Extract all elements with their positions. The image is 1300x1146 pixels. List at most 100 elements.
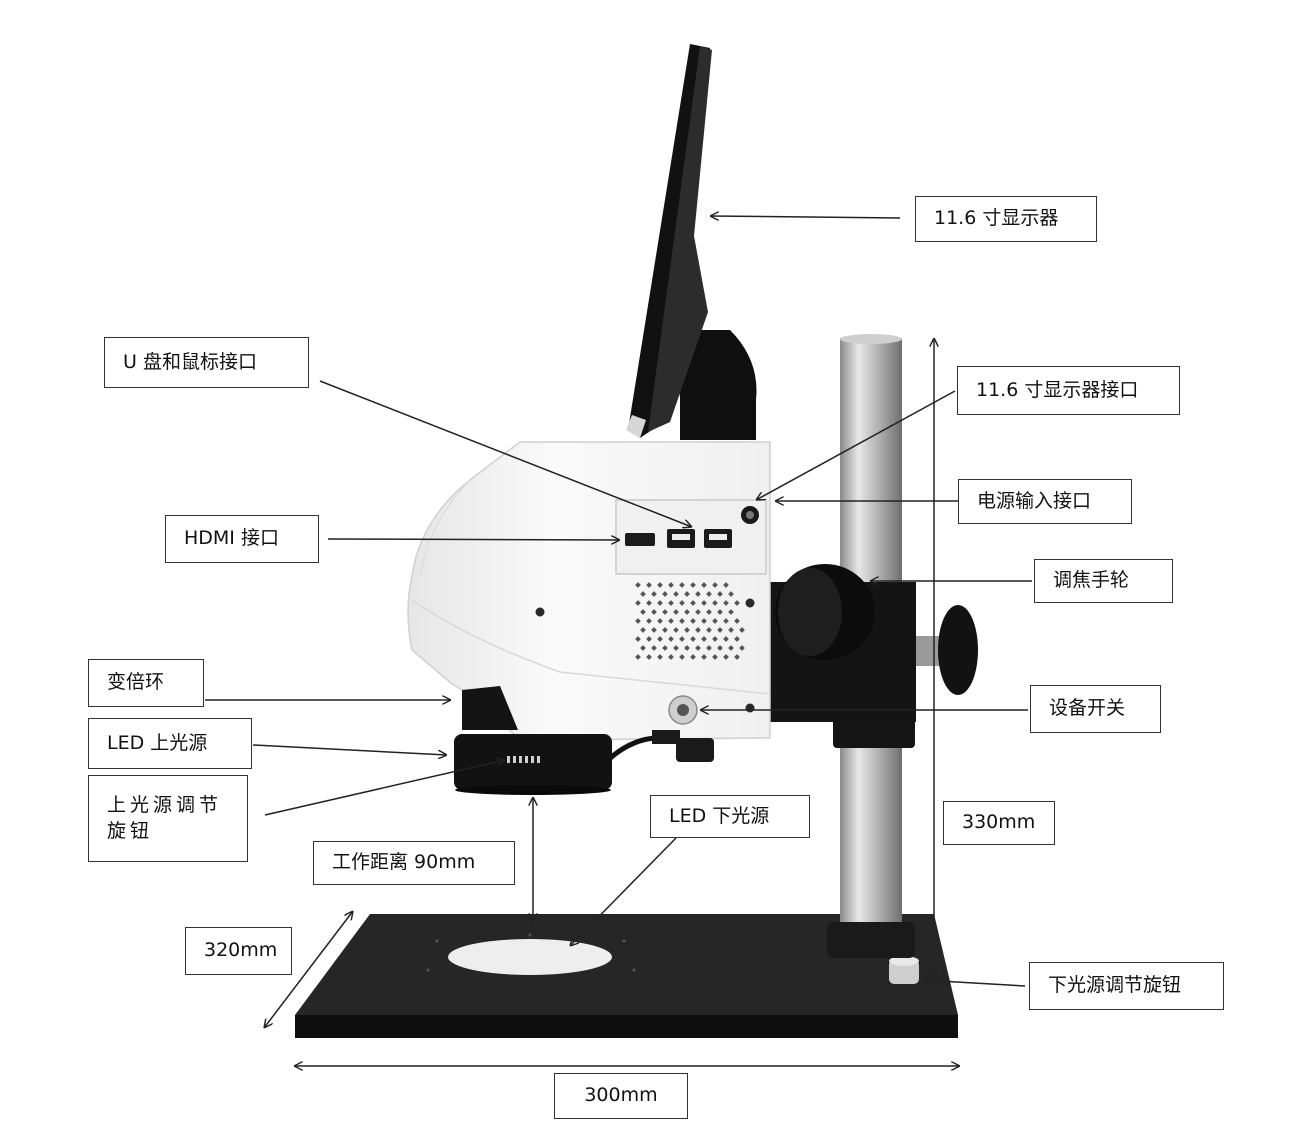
vent-hole — [734, 636, 740, 642]
vent-hole — [734, 654, 740, 660]
vent-grid — [635, 582, 745, 660]
label-display: 11.6 寸显示器 — [915, 196, 1097, 242]
vent-hole — [646, 600, 652, 606]
arrow-bottom-knob — [922, 980, 1026, 987]
label-hdmi: HDMI 接口 — [165, 515, 319, 563]
vent-hole — [695, 591, 701, 597]
vent-hole — [723, 618, 729, 624]
arrow-display — [710, 216, 901, 218]
vent-hole — [635, 618, 641, 624]
label-zoom-ring: 变倍环 — [88, 659, 204, 707]
vent-hole — [640, 591, 646, 597]
vent-hole — [690, 636, 696, 642]
vent-hole — [635, 582, 641, 588]
vent-hole — [646, 654, 652, 660]
arrow-led-bottom — [570, 837, 677, 946]
vent-hole — [651, 609, 657, 615]
arrow-depth — [264, 911, 353, 1028]
label-power-input: 电源输入接口 — [958, 479, 1132, 524]
vent-hole — [728, 627, 734, 633]
vent-hole — [662, 591, 668, 597]
vent-hole — [657, 618, 663, 624]
vent-hole — [728, 609, 734, 615]
vent-hole — [706, 591, 712, 597]
vent-hole — [723, 654, 729, 660]
display-stand — [675, 330, 757, 440]
lock-knob-part — [938, 605, 978, 695]
label-focus-wheel: 调焦手轮 — [1034, 559, 1173, 603]
vent-hole — [657, 582, 663, 588]
vent-hole — [706, 645, 712, 651]
vent-hole — [706, 609, 712, 615]
vent-hole — [668, 582, 674, 588]
label-led-bottom-light: LED 下光源 — [650, 795, 810, 838]
vent-hole — [684, 627, 690, 633]
vent-hole — [695, 609, 701, 615]
vent-hole — [717, 591, 723, 597]
vent-hole — [712, 654, 718, 660]
vent-hole — [640, 609, 646, 615]
vent-hole — [701, 582, 707, 588]
vent-hole — [701, 654, 707, 660]
vent-hole — [723, 636, 729, 642]
vent-hole — [734, 600, 740, 606]
vent-hole — [690, 600, 696, 606]
vent-hole — [640, 627, 646, 633]
label-power-switch: 设备开关 — [1030, 685, 1161, 733]
led-ring-part — [454, 730, 714, 795]
label-width-dim: 300mm — [554, 1073, 688, 1119]
vent-hole — [734, 618, 740, 624]
label-depth-dim: 320mm — [185, 927, 292, 975]
label-top-light-knob: 上光源调节 旋钮 — [88, 775, 248, 862]
vent-hole — [646, 582, 652, 588]
vent-hole — [684, 609, 690, 615]
vent-hole — [684, 591, 690, 597]
vent-hole — [712, 618, 718, 624]
label-working-distance: 工作距离 90mm — [313, 841, 515, 885]
vent-hole — [728, 591, 734, 597]
vent-hole — [723, 600, 729, 606]
vent-hole — [668, 636, 674, 642]
vent-hole — [668, 654, 674, 660]
vent-hole — [690, 618, 696, 624]
vent-hole — [679, 618, 685, 624]
label-led-top-light: LED 上光源 — [88, 718, 252, 769]
vent-hole — [717, 627, 723, 633]
vent-hole — [723, 582, 729, 588]
vent-hole — [701, 636, 707, 642]
vent-hole — [657, 600, 663, 606]
vent-hole — [651, 591, 657, 597]
vent-hole — [695, 645, 701, 651]
vent-hole — [662, 627, 668, 633]
vent-hole — [662, 609, 668, 615]
vent-hole — [673, 627, 679, 633]
label-usb-port: U 盘和鼠标接口 — [104, 337, 309, 388]
arrow-hdmi — [327, 539, 620, 540]
vent-hole — [673, 591, 679, 597]
vent-hole — [640, 645, 646, 651]
vent-hole — [717, 645, 723, 651]
vent-hole — [635, 654, 641, 660]
vent-hole — [679, 636, 685, 642]
vent-hole — [673, 609, 679, 615]
zoom-ring-part — [462, 686, 518, 730]
arrow-top-knob — [264, 760, 505, 816]
vent-hole — [701, 600, 707, 606]
vent-hole — [679, 654, 685, 660]
focus-holder — [770, 564, 978, 722]
vent-hole — [712, 582, 718, 588]
label-bottom-light-knob: 下光源调节旋钮 — [1029, 962, 1224, 1010]
vent-hole — [635, 600, 641, 606]
vent-hole — [657, 654, 663, 660]
vent-hole — [651, 627, 657, 633]
vent-hole — [673, 645, 679, 651]
monitor-panel — [626, 44, 712, 438]
vent-hole — [657, 636, 663, 642]
vent-hole — [635, 636, 641, 642]
vent-hole — [739, 627, 745, 633]
vent-hole — [712, 600, 718, 606]
base-plate — [295, 914, 958, 1038]
vent-hole — [712, 636, 718, 642]
vent-hole — [728, 645, 734, 651]
